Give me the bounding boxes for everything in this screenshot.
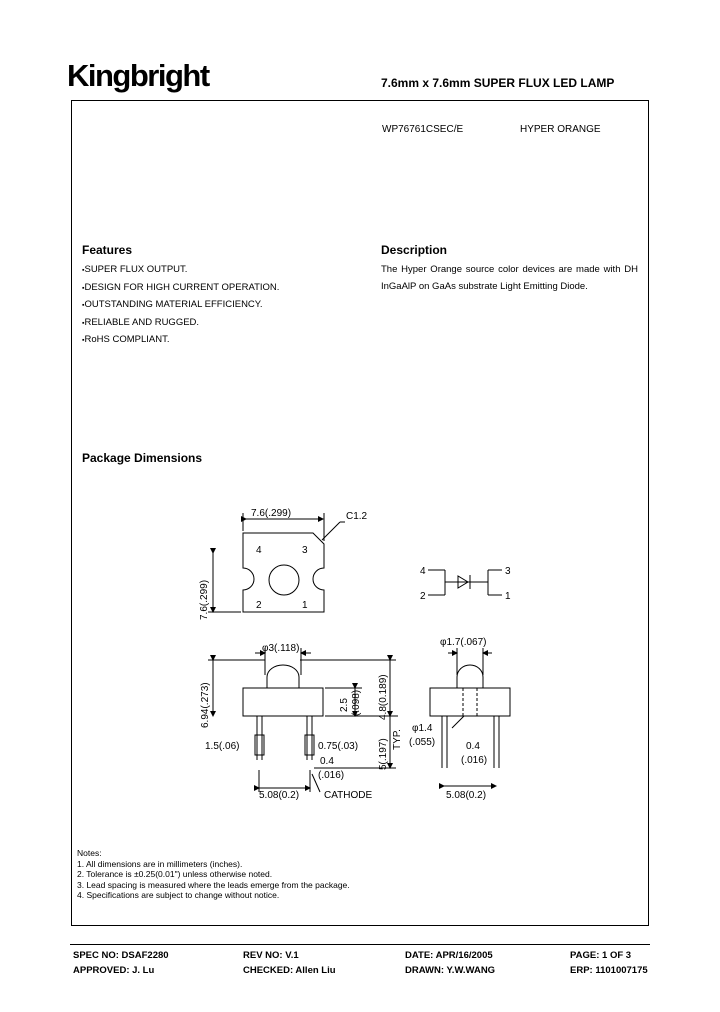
package-dimensions-heading: Package Dimensions <box>82 451 203 465</box>
pin-label: 3 <box>302 545 308 556</box>
top-view-lens <box>268 564 300 596</box>
side-lead-w2: 0.75(.03) <box>318 741 358 752</box>
side-height: 6.94(.273) <box>200 682 211 728</box>
cathode-label: CATHODE <box>324 790 372 801</box>
erp-number: ERP: 1101007175 <box>570 965 648 976</box>
schematic-pin: 2 <box>420 591 426 602</box>
feature-item: SUPER FLUX OUTPUT. <box>82 262 279 280</box>
front-lead-t: 0.4 <box>466 741 480 752</box>
side-body: 4.8(0.189) <box>378 674 389 720</box>
schematic-pin: 4 <box>420 566 426 577</box>
description-heading: Description <box>381 243 448 257</box>
features-heading: Features <box>82 243 133 257</box>
feature-item: RoHS COMPLIANT. <box>82 332 279 350</box>
side-typ: TYP. <box>392 729 403 750</box>
side-dome: 2.5 <box>339 698 350 712</box>
front-hole: φ1.4 <box>412 723 433 734</box>
drawn-by: DRAWN: Y.W.WANG <box>405 965 496 976</box>
side-lead-t: 0.4 <box>320 756 334 767</box>
front-lens-dia: φ1.7(.067) <box>440 637 487 648</box>
document-title: 7.6mm x 7.6mm SUPER FLUX LED LAMP <box>381 76 615 90</box>
pin-label: 2 <box>256 600 262 611</box>
front-lead-t-in: (.016) <box>461 755 487 766</box>
page-number: PAGE: 1 OF 3 <box>570 950 632 961</box>
spec-no: SPEC NO: DSAF2280 <box>73 950 169 961</box>
pin-label: 4 <box>256 545 262 556</box>
notes: Notes: 1. All dimensions are in millimet… <box>77 848 350 901</box>
front-view-body <box>429 687 511 717</box>
feature-item: DESIGN FOR HIGH CURRENT OPERATION. <box>82 280 279 298</box>
note-item: 1. All dimensions are in millimeters (in… <box>77 858 243 869</box>
checked-by: CHECKED: Allen Liu <box>243 965 336 976</box>
note-item: 3. Lead spacing is measured where the le… <box>77 879 350 890</box>
notes-title: Notes: <box>77 848 102 858</box>
side-spacing: 5.08(0.2) <box>259 790 299 801</box>
side-view-body <box>242 687 324 717</box>
top-view-height-label: 7.6(.299) <box>199 580 210 620</box>
schematic-pin: 1 <box>505 591 511 602</box>
approved-by: APPROVED: J. Lu <box>73 965 155 976</box>
top-view-outline <box>242 532 325 613</box>
pin-label: 1 <box>302 600 308 611</box>
chamfer-label: C1.2 <box>346 511 368 522</box>
front-hole-in: (.055) <box>409 737 435 748</box>
front-spacing: 5.08(0.2) <box>446 790 486 801</box>
rev-no: REV NO: V.1 <box>243 950 299 961</box>
note-item: 4. Specifications are subject to change … <box>77 890 280 900</box>
part-number: WP76761CSEC/E <box>382 124 464 135</box>
side-lead-len: 5(.197) <box>378 738 389 770</box>
date: DATE: APR/16/2005 <box>405 950 493 961</box>
top-view-width-label: 7.6(.299) <box>251 508 291 519</box>
feature-item: OUTSTANDING MATERIAL EFFICIENCY. <box>82 297 279 315</box>
part-color: HYPER ORANGE <box>520 124 601 135</box>
kingbright-logo: Kingbright <box>67 58 210 93</box>
side-dome-in: (.098) <box>351 690 362 716</box>
datasheet-frame <box>71 100 649 926</box>
side-view-dome <box>266 664 300 688</box>
front-view-dome <box>456 664 484 688</box>
note-item: 2. Tolerance is ±0.25(0.01") unless othe… <box>77 869 273 879</box>
schematic-pin: 3 <box>505 566 511 577</box>
footer-divider <box>70 944 650 945</box>
side-lens-dia: φ3(.118) <box>262 643 299 654</box>
side-lead-t-in: (.016) <box>318 770 344 781</box>
side-lead-w: 1.5(.06) <box>205 741 239 752</box>
feature-item: RELIABLE AND RUGGED. <box>82 315 279 333</box>
description-text: The Hyper Orange source color devices ar… <box>381 264 638 292</box>
features-list: SUPER FLUX OUTPUT. DESIGN FOR HIGH CURRE… <box>82 262 279 350</box>
